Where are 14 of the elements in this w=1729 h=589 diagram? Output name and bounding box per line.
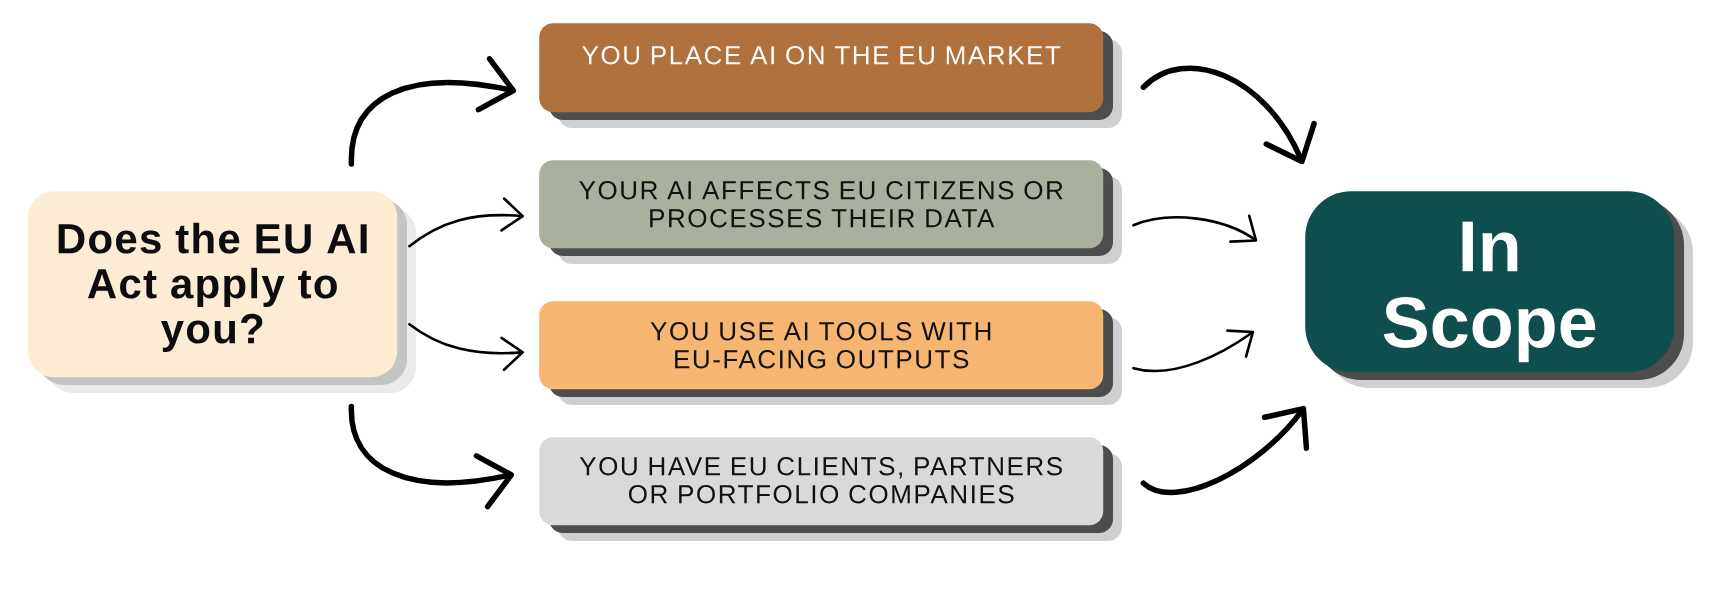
curved-arrow bbox=[408, 322, 524, 372]
question-box: Does the EU AI Act apply to you? bbox=[28, 191, 416, 393]
condition-box: YOU PLACE AI ON THE EU MARKET bbox=[539, 23, 1122, 128]
curved-arrow bbox=[408, 197, 524, 248]
condition-box: YOU USE AI TOOLS WITH EU-FACING OUTPUTS bbox=[539, 301, 1122, 405]
result-box: In Scope bbox=[1305, 191, 1693, 388]
curved-arrow bbox=[1140, 405, 1310, 496]
condition-box: YOUR AI AFFECTS EU CITIZENS OR PROCESSES THEIR DATA bbox=[539, 160, 1122, 264]
condition-box: YOU HAVE EU CLIENTS, PARTNERS OR PORTFOLIO COMPANIES bbox=[539, 437, 1122, 541]
curved-arrow bbox=[1132, 214, 1258, 243]
curved-arrow bbox=[348, 403, 515, 510]
curved-arrow bbox=[1140, 65, 1317, 165]
curved-arrow bbox=[348, 56, 517, 167]
curved-arrow bbox=[1132, 329, 1255, 373]
